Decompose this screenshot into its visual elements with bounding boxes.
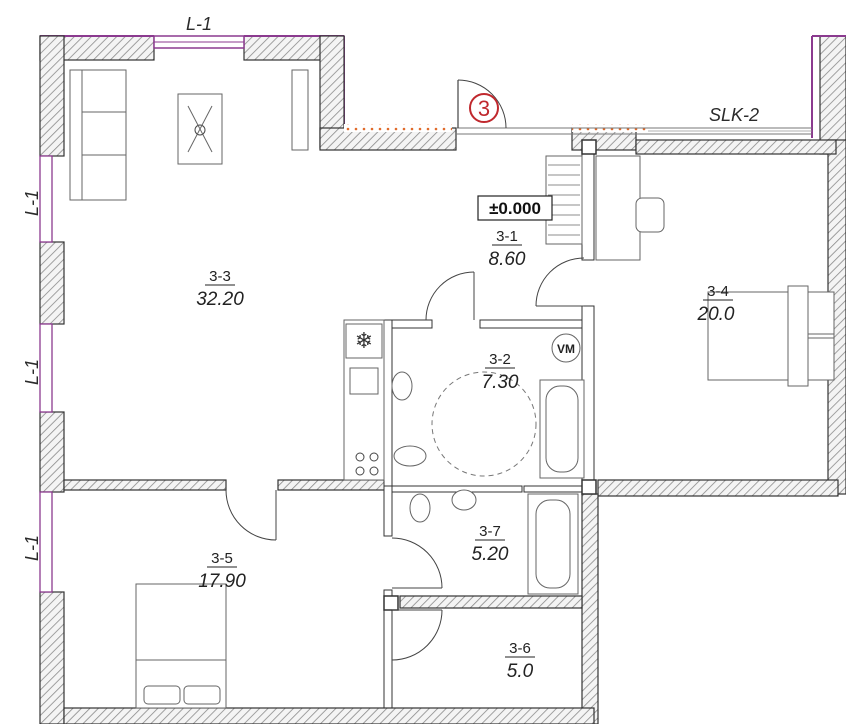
entry-number: 3 [478,96,490,121]
svg-text:3-6: 3-6 [509,640,531,657]
svg-text:3-3: 3-3 [209,268,231,285]
svg-text:17.90: 17.90 [198,571,246,592]
room-label-3-2: 3-2 7.30 [482,351,519,393]
doors [225,257,585,661]
entry-door [457,79,507,129]
svg-text:7.30: 7.30 [482,372,519,393]
svg-text:3-4: 3-4 [707,283,729,300]
svg-text:5.20: 5.20 [472,544,509,565]
labels: L-1 L-1 L-1 L-1 SLK-2 3 ±0.000 VM ❄ 3-1 … [22,14,759,682]
svg-text:3-7: 3-7 [479,523,501,540]
svg-text:8.60: 8.60 [489,249,526,270]
entry-marker-icon [469,93,499,123]
svg-text:3-1: 3-1 [496,228,518,245]
appliance-label: VM [557,342,575,356]
window-label-top: L-1 [186,14,212,34]
svg-text:3-2: 3-2 [489,351,511,368]
room-label-3-6: 3-6 5.0 [505,640,535,682]
furniture [69,69,835,709]
svg-text:20.0: 20.0 [697,304,735,325]
window-label-left-1: L-1 [22,190,42,216]
walls [39,35,846,724]
fridge-snowflake-icon: ❄ [355,329,373,354]
room-label-3-3: 3-3 32.20 [196,268,244,310]
level-marker: ±0.000 [489,199,541,218]
window-label-left-2: L-1 [22,359,42,385]
svg-text:3-5: 3-5 [211,550,233,567]
room-label-3-1: 3-1 8.60 [489,228,526,270]
window-label-slider: SLK-2 [709,105,759,125]
window-label-left-3: L-1 [22,535,42,561]
level-marker-box [477,195,553,221]
room-label-3-7: 3-7 5.20 [472,523,509,565]
sliding-door [456,127,812,135]
svg-text:32.20: 32.20 [196,289,244,310]
svg-text:5.0: 5.0 [507,661,534,682]
room-label-3-4: 3-4 20.0 [697,283,735,325]
room-label-3-5: 3-5 17.90 [198,550,246,592]
